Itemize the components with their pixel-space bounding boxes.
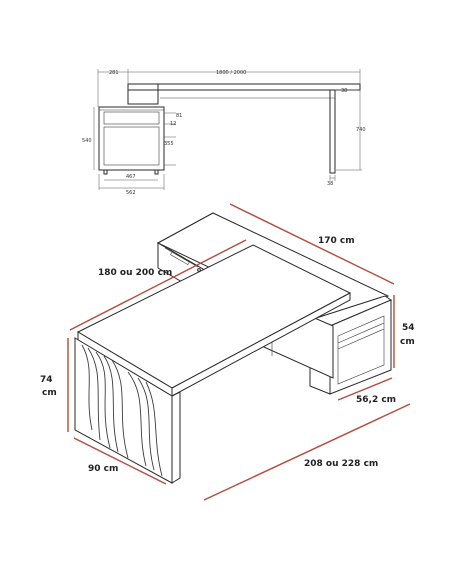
label-width-top: 180 ou 200 cm <box>98 268 172 278</box>
label-side-depth: 90 cm <box>88 464 118 474</box>
label-38-bottom: 38 <box>327 181 333 187</box>
dim-total-width-line <box>203 403 411 501</box>
desk-right-leg <box>329 89 336 174</box>
label-height-right-2: cm <box>400 337 415 347</box>
label-height-left-2: cm <box>42 388 57 398</box>
dim-side-depth-line <box>73 437 167 485</box>
label-height-left-1: 74 <box>40 375 53 385</box>
shelf-line <box>337 328 385 350</box>
cabinet-side-view <box>98 106 165 171</box>
cabinet-foot-right <box>154 169 159 175</box>
right-cabinet-shelf-opening <box>337 315 385 385</box>
dim-cabinet-depth-line <box>337 377 393 401</box>
label-length: 1800 / 2000 <box>216 70 246 76</box>
label-355: 355 <box>164 141 174 147</box>
cabinet-open-shelf <box>103 126 160 166</box>
main-desk-top-edge-right <box>171 292 351 397</box>
label-depth-top: 170 cm <box>318 236 355 246</box>
cabinet-drawer <box>103 111 160 125</box>
dim-width-top-line <box>69 239 247 331</box>
technical-drawing: 281 1800 / 2000 38 740 38 81 12 540 355 … <box>82 69 366 196</box>
left-leg-edge <box>171 391 181 484</box>
label-540: 540 <box>82 138 92 144</box>
label-467: 467 <box>126 174 136 180</box>
wood-grain <box>81 344 163 477</box>
drawer-handle <box>170 251 190 266</box>
cabinet-top-post <box>127 83 159 105</box>
label-12: 12 <box>170 121 176 127</box>
label-81: 81 <box>176 113 182 119</box>
label-height-right-1: 54 <box>402 323 415 333</box>
shelf-line <box>337 322 385 344</box>
cabinet-foot-left <box>103 169 108 175</box>
label-cabinet-depth: 56,2 cm <box>356 395 396 405</box>
dimension-lines <box>67 203 411 501</box>
label-38-top: 38 <box>341 88 347 94</box>
label-281: 281 <box>109 70 119 76</box>
desk-perspective <box>74 212 393 484</box>
dimension-labels: 170 cm 180 ou 200 cm 74 cm 54 cm 90 cm 5… <box>40 236 415 474</box>
label-740: 740 <box>356 127 366 133</box>
desktop-front-view <box>127 83 361 91</box>
label-562: 562 <box>126 190 136 196</box>
dim-depth-top-line <box>229 203 395 285</box>
label-total-width: 208 ou 228 cm <box>304 459 378 469</box>
